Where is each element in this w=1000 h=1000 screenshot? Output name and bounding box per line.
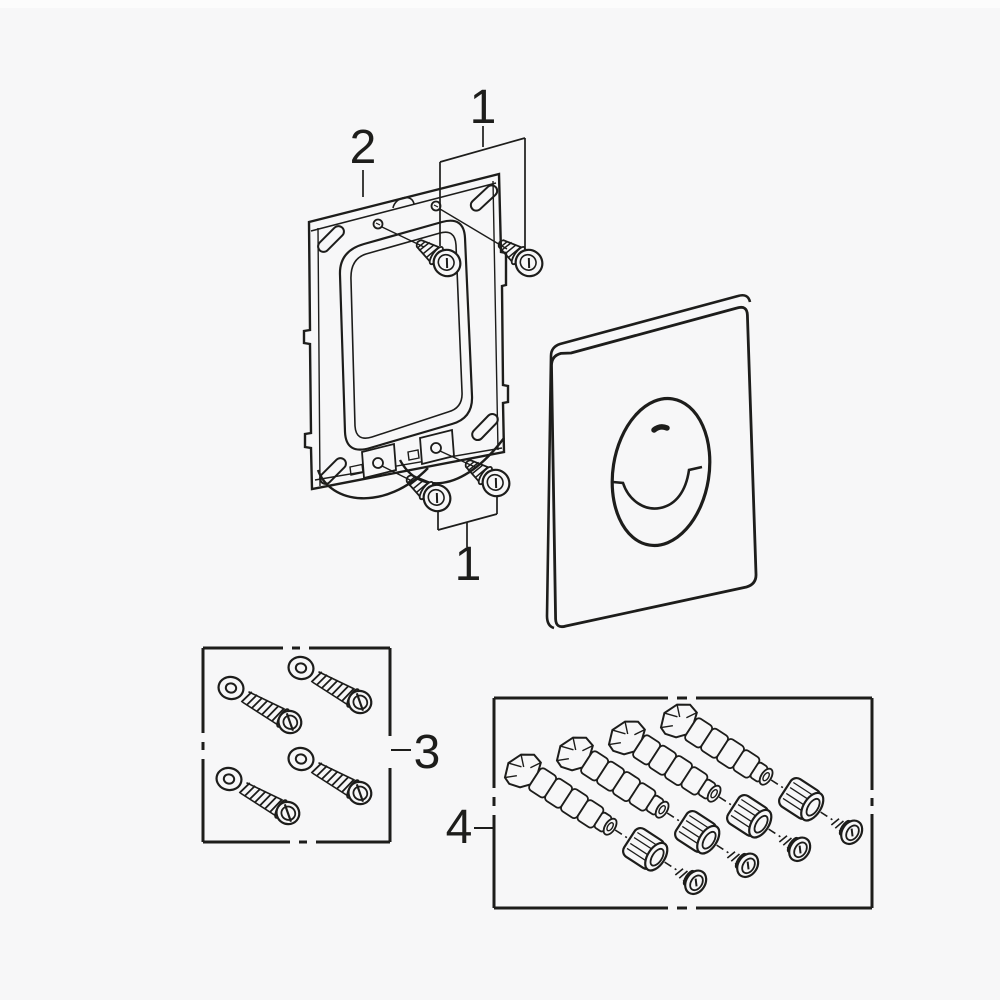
wall-plug-items <box>498 694 872 905</box>
frame-top-band <box>310 182 497 232</box>
screw-washer-box <box>201 646 392 844</box>
mounting-frame <box>302 172 510 500</box>
callout-1-bottom: 1 <box>437 496 498 591</box>
screw-leader-lines <box>381 208 508 483</box>
plate-thickness-edge <box>545 293 752 630</box>
callout-4: 4 <box>446 801 493 854</box>
flush-button <box>610 396 712 548</box>
wall-plug-box <box>492 694 874 910</box>
frame-outline <box>302 172 510 491</box>
flush-button-ring <box>610 396 712 548</box>
washer-screw-items <box>207 646 379 833</box>
washer-screw-item <box>209 666 309 742</box>
flush-button-split <box>612 465 703 510</box>
callout-label-1-top: 1 <box>470 81 497 134</box>
frame-side-walls <box>317 180 499 487</box>
callout-2: 2 <box>350 121 377 197</box>
spring-wire-right <box>398 437 505 485</box>
callout-label-3: 3 <box>414 726 441 779</box>
plate-face <box>550 305 758 629</box>
callout-1-top: 1 <box>439 81 526 249</box>
screw <box>398 465 457 518</box>
callout-label-2: 2 <box>350 121 377 174</box>
top-strip <box>0 0 1000 8</box>
washer-screw-item <box>279 737 379 813</box>
callout-label-1-bottom: 1 <box>455 538 482 591</box>
frame-top-notch <box>392 196 415 209</box>
callout-label-4: 4 <box>446 801 473 854</box>
frame-opening-inner <box>350 231 463 439</box>
callout-3: 3 <box>391 726 440 779</box>
box4-border <box>492 696 874 910</box>
frame-opening-outer <box>338 219 474 451</box>
flush-plate <box>545 293 758 630</box>
washer-screw-item <box>207 757 307 833</box>
brand-mark <box>651 424 670 433</box>
frame-corner-slots <box>317 184 499 485</box>
washer-screw-item <box>279 646 379 722</box>
box3-border <box>201 646 392 844</box>
